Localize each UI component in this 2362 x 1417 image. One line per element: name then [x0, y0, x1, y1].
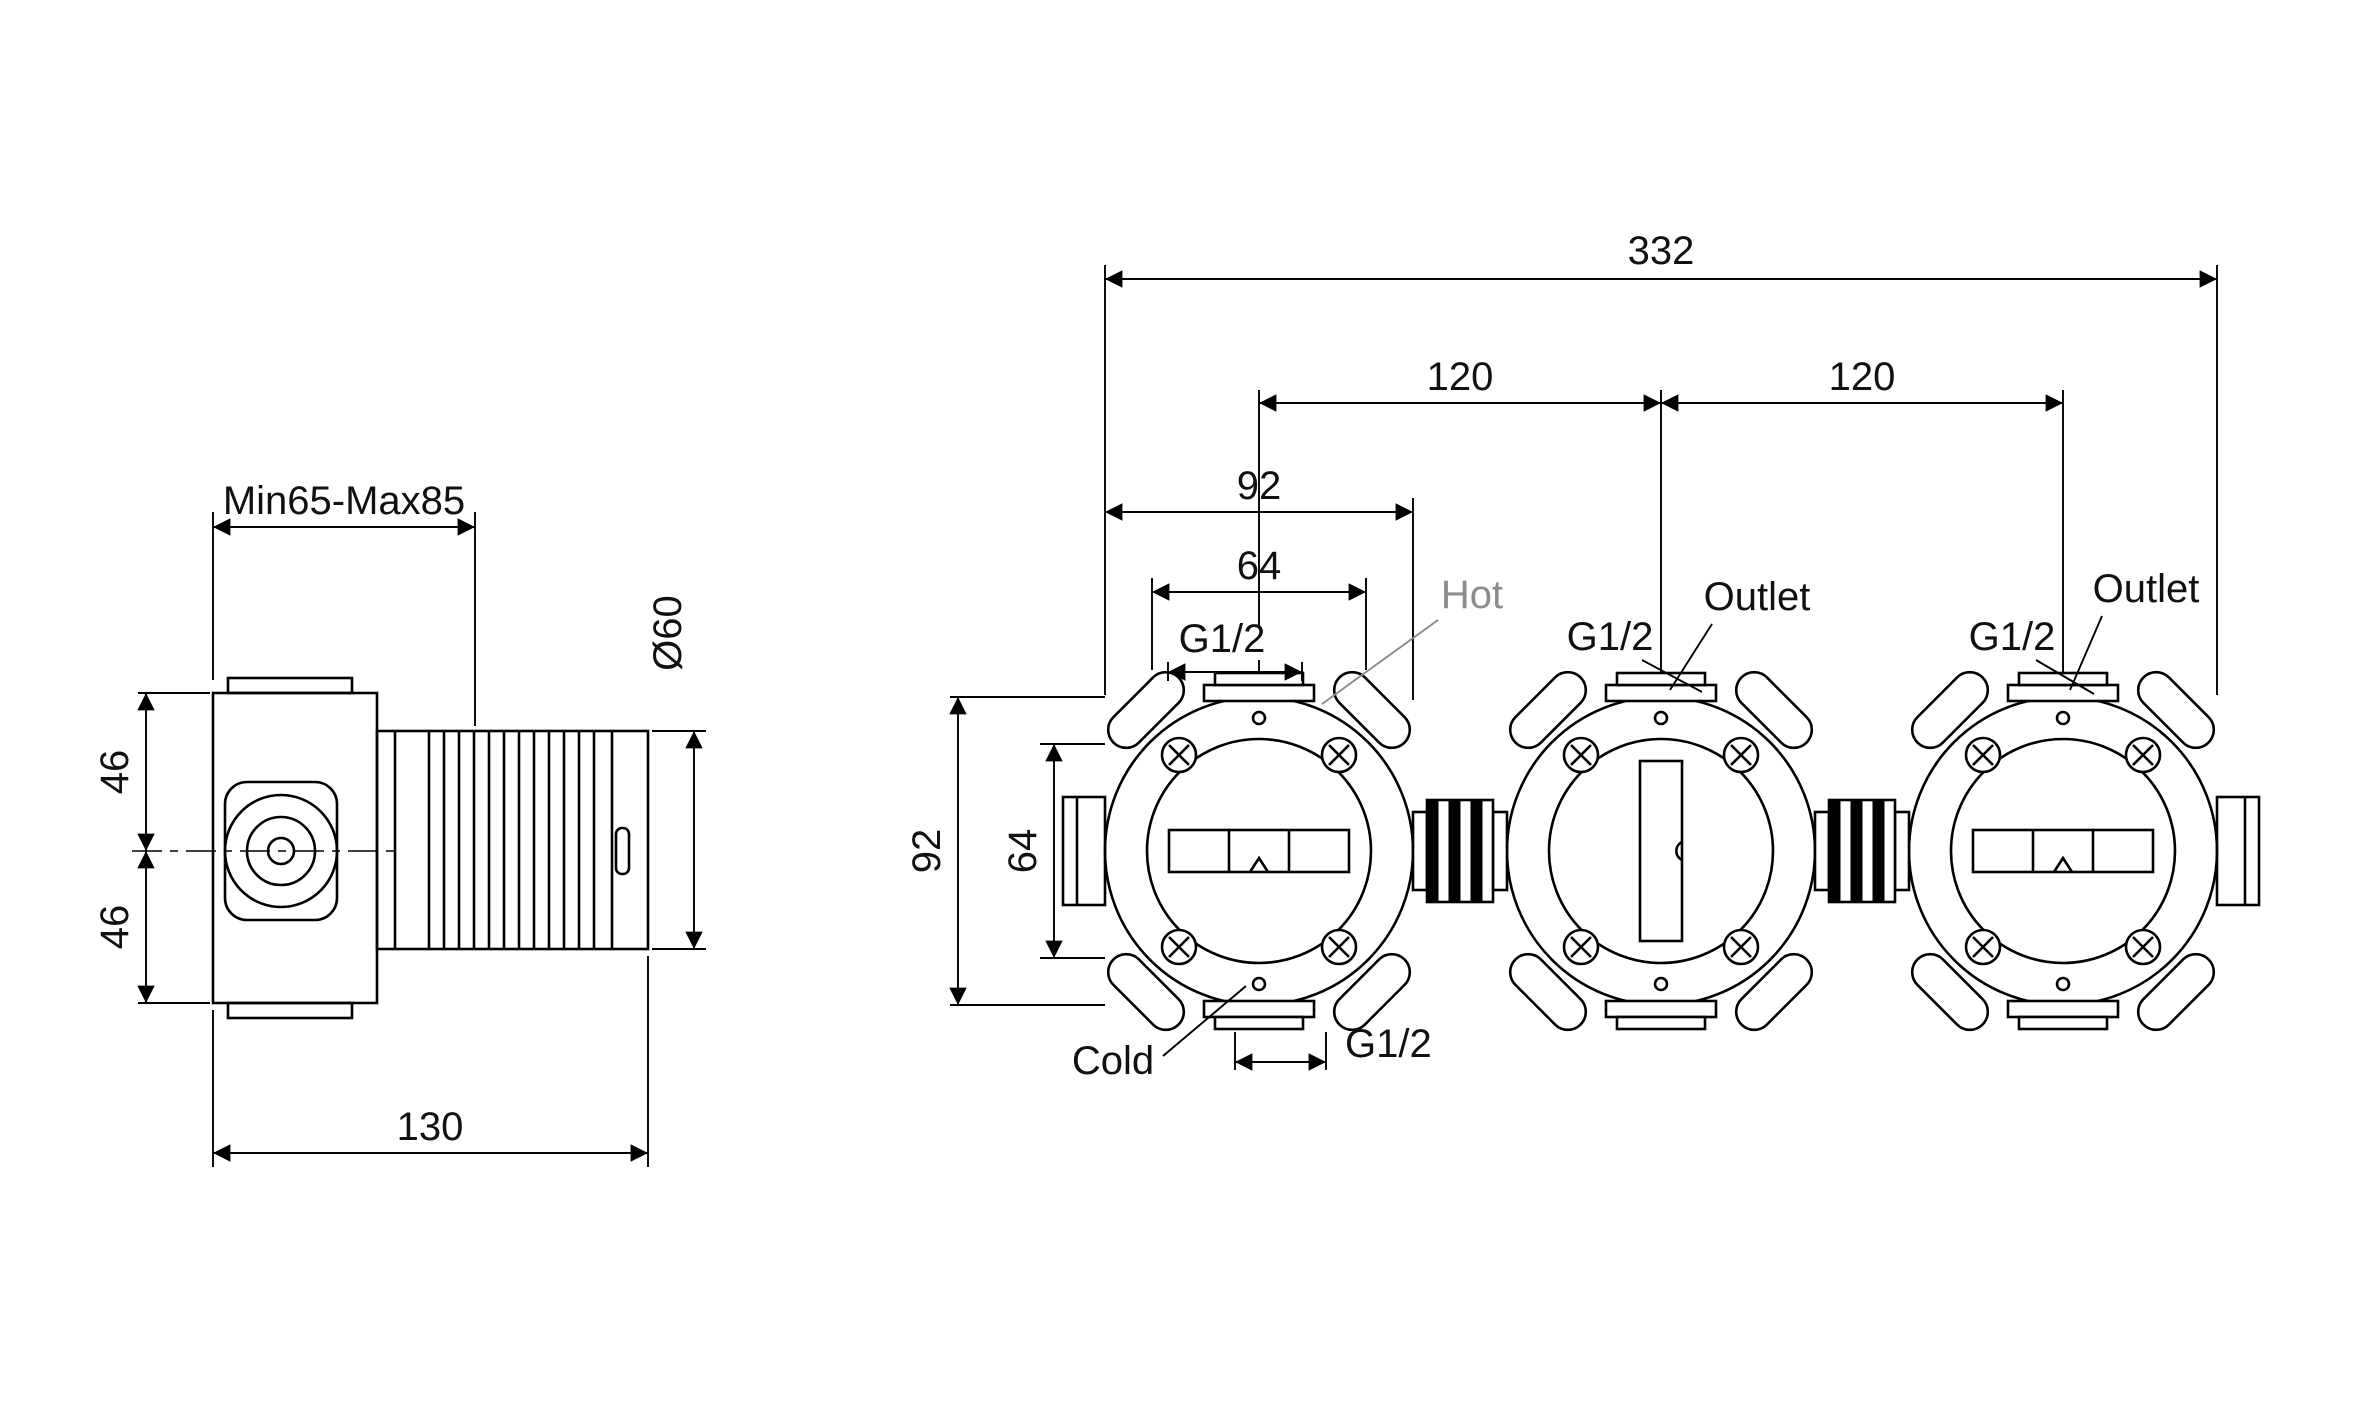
- threaded-sleeve-side: [375, 729, 650, 951]
- outlet-middle-label: Outlet: [1704, 575, 1811, 619]
- outlet-callout-right: Outlet G1/2: [1969, 567, 2200, 695]
- screw-span-height-value: 64: [1001, 829, 1045, 874]
- valve-right-slot: [1971, 828, 2155, 874]
- coupling-nut-right: [1813, 798, 1911, 904]
- overall-width-value: 332: [1628, 229, 1695, 273]
- dim-overall-width: 332: [1104, 229, 2218, 695]
- right-side-port: [2215, 795, 2261, 907]
- thread-right-top-value: G1/2: [1969, 615, 2056, 659]
- hot-label: Hot: [1441, 573, 1503, 617]
- thread-left-top-value: G1/2: [1179, 617, 1266, 661]
- cold-label: Cold: [1072, 1039, 1154, 1083]
- dim-body-length: 130: [212, 956, 649, 1167]
- outlet-callout-middle: Outlet G1/2: [1567, 575, 1811, 693]
- thread-middle-top-value: G1/2: [1567, 615, 1654, 659]
- upper-half-height-value: 46: [93, 750, 137, 795]
- dim-screw-span-height: 64: [1001, 743, 1105, 959]
- dim-valve-spacing: 120 120: [1258, 355, 2064, 674]
- plate-height-value: 92: [905, 829, 949, 874]
- thread-callout-left-top: G1/2: [1167, 617, 1303, 681]
- lower-half-height-value: 46: [93, 905, 137, 950]
- body-length-value: 130: [397, 1105, 464, 1149]
- side-view: Min65-Max85 Ø60 46 46 130: [93, 479, 706, 1167]
- plate-width-value: 92: [1237, 464, 1282, 508]
- dim-screw-span-width: 64: [1151, 544, 1367, 670]
- sleeve-diameter-value: Ø60: [646, 595, 690, 671]
- outlet-right-label: Outlet: [2093, 567, 2200, 611]
- depth-range-value: Min65-Max85: [223, 479, 465, 523]
- cold-callout: Cold G1/2: [1072, 985, 1432, 1083]
- valve-spacing-left-value: 120: [1427, 355, 1494, 399]
- dim-sleeve-diameter: Ø60: [646, 595, 706, 950]
- dim-body-half-heights: 46 46: [93, 692, 210, 1004]
- valve-spacing-right-value: 120: [1829, 355, 1896, 399]
- thread-bottom-value: G1/2: [1345, 1022, 1432, 1066]
- coupling-nut-left: [1411, 798, 1509, 904]
- dim-depth-range: Min65-Max85: [212, 479, 476, 726]
- left-side-port: [1061, 795, 1107, 907]
- valve-middle-slot: [1638, 759, 1684, 943]
- hot-callout: Hot: [1321, 573, 1503, 705]
- dim-plate-width: 92: [1105, 464, 1414, 700]
- valve-left-slot: [1167, 828, 1351, 874]
- front-view: 332 120 120 92 64 G1/2: [905, 229, 2261, 1083]
- screw-span-width-value: 64: [1237, 544, 1282, 588]
- valve-body-side: [211, 676, 379, 1020]
- dim-plate-height: 92: [905, 696, 1105, 1006]
